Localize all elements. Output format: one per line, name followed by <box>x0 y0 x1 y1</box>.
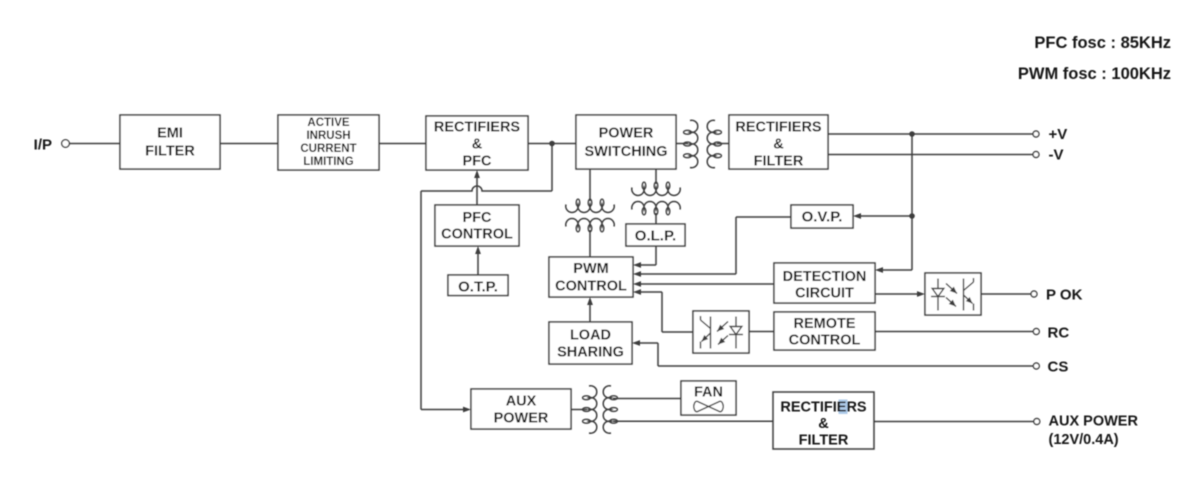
svg-text:LOAD: LOAD <box>570 328 611 344</box>
svg-text:PFC fosc : 85KHz: PFC fosc : 85KHz <box>1034 34 1171 52</box>
svg-text:EMI: EMI <box>157 126 183 142</box>
svg-text:INRUSH: INRUSH <box>306 130 350 142</box>
svg-text:RECTIFIERS: RECTIFIERS <box>735 120 822 136</box>
svg-text:I/P: I/P <box>34 137 52 154</box>
svg-text:O.L.P.: O.L.P. <box>635 228 676 245</box>
svg-text:CONTROL: CONTROL <box>555 279 627 295</box>
svg-text:FILTER: FILTER <box>145 144 195 160</box>
svg-text:PWM fosc : 100KHz: PWM fosc : 100KHz <box>1018 65 1171 83</box>
svg-text:P OK: P OK <box>1046 287 1083 304</box>
svg-text:AUX: AUX <box>506 394 537 410</box>
svg-text:ACTIVE: ACTIVE <box>307 117 350 129</box>
svg-text:O.V.P.: O.V.P. <box>802 209 843 226</box>
svg-text:&: & <box>472 137 483 153</box>
svg-text:CURRENT: CURRENT <box>300 143 356 155</box>
svg-text:(12V/0.4A): (12V/0.4A) <box>1049 432 1119 448</box>
svg-text:SHARING: SHARING <box>557 345 624 361</box>
svg-text:REMOTE: REMOTE <box>793 316 855 332</box>
svg-text:+V: +V <box>1049 126 1068 143</box>
svg-text:RECTIFIERS: RECTIFIERS <box>434 120 521 136</box>
svg-text:-V: -V <box>1049 147 1064 164</box>
svg-text:FILTER: FILTER <box>799 433 849 449</box>
svg-text:CONTROL: CONTROL <box>789 333 861 349</box>
svg-text:&: & <box>773 137 784 153</box>
svg-text:RECTIFIERS: RECTIFIERS <box>780 400 867 416</box>
svg-text:POWER: POWER <box>599 126 654 142</box>
svg-text:&: & <box>818 416 829 432</box>
svg-text:SWITCHING: SWITCHING <box>585 144 668 160</box>
svg-text:PWM: PWM <box>573 261 608 277</box>
svg-text:CIRCUIT: CIRCUIT <box>795 286 854 302</box>
svg-text:FAN: FAN <box>694 385 723 401</box>
svg-text:POWER: POWER <box>494 411 549 427</box>
svg-text:LIMITING: LIMITING <box>303 156 354 168</box>
svg-text:DETECTION: DETECTION <box>783 269 867 285</box>
svg-text:FILTER: FILTER <box>754 154 804 170</box>
svg-text:O.T.P.: O.T.P. <box>458 279 498 296</box>
svg-text:PFC: PFC <box>463 154 493 170</box>
svg-text:PFC: PFC <box>463 210 493 226</box>
svg-text:AUX POWER: AUX POWER <box>1049 414 1139 430</box>
svg-text:CS: CS <box>1048 359 1069 376</box>
svg-text:CONTROL: CONTROL <box>441 227 513 243</box>
svg-text:RC: RC <box>1048 325 1070 342</box>
